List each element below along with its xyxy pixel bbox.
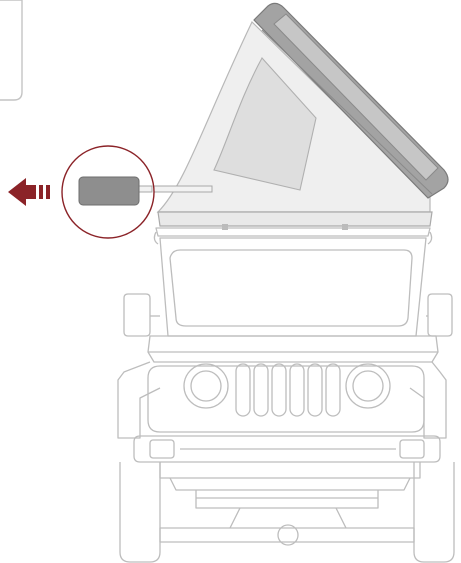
mirror-left	[123, 293, 151, 337]
skid-plate	[195, 490, 379, 509]
tire-left	[119, 462, 161, 563]
front-bumper	[133, 435, 441, 463]
grille-surround	[147, 365, 425, 433]
jeep-front	[117, 227, 455, 563]
fender-left	[117, 361, 161, 439]
windshield	[169, 249, 413, 327]
tent-window	[213, 57, 317, 191]
mount-bracket	[222, 224, 228, 230]
corner-panel	[0, 0, 23, 101]
fender-right	[409, 361, 447, 439]
roof-top-tent	[156, 2, 449, 230]
roof-rack	[155, 227, 431, 237]
tire-right	[413, 462, 455, 563]
headlight-right	[345, 363, 391, 409]
headlight-left	[183, 363, 229, 409]
tent-shell-seam	[261, 29, 433, 195]
fog-light-left	[149, 439, 175, 459]
windshield-frame	[159, 237, 427, 337]
mount-bracket	[342, 224, 348, 230]
crank-handle	[78, 176, 140, 206]
tent-base	[157, 211, 433, 227]
grille-slots	[235, 363, 341, 417]
crank-rod	[145, 185, 213, 193]
front-axle	[159, 527, 415, 543]
detail-callout	[61, 145, 155, 239]
crank-rod-detail	[137, 185, 153, 193]
hood	[147, 335, 439, 353]
arrow-left-icon	[8, 178, 50, 206]
fog-light-right	[399, 439, 425, 459]
mirror-right	[427, 293, 453, 337]
tent-shell-top	[273, 13, 439, 181]
